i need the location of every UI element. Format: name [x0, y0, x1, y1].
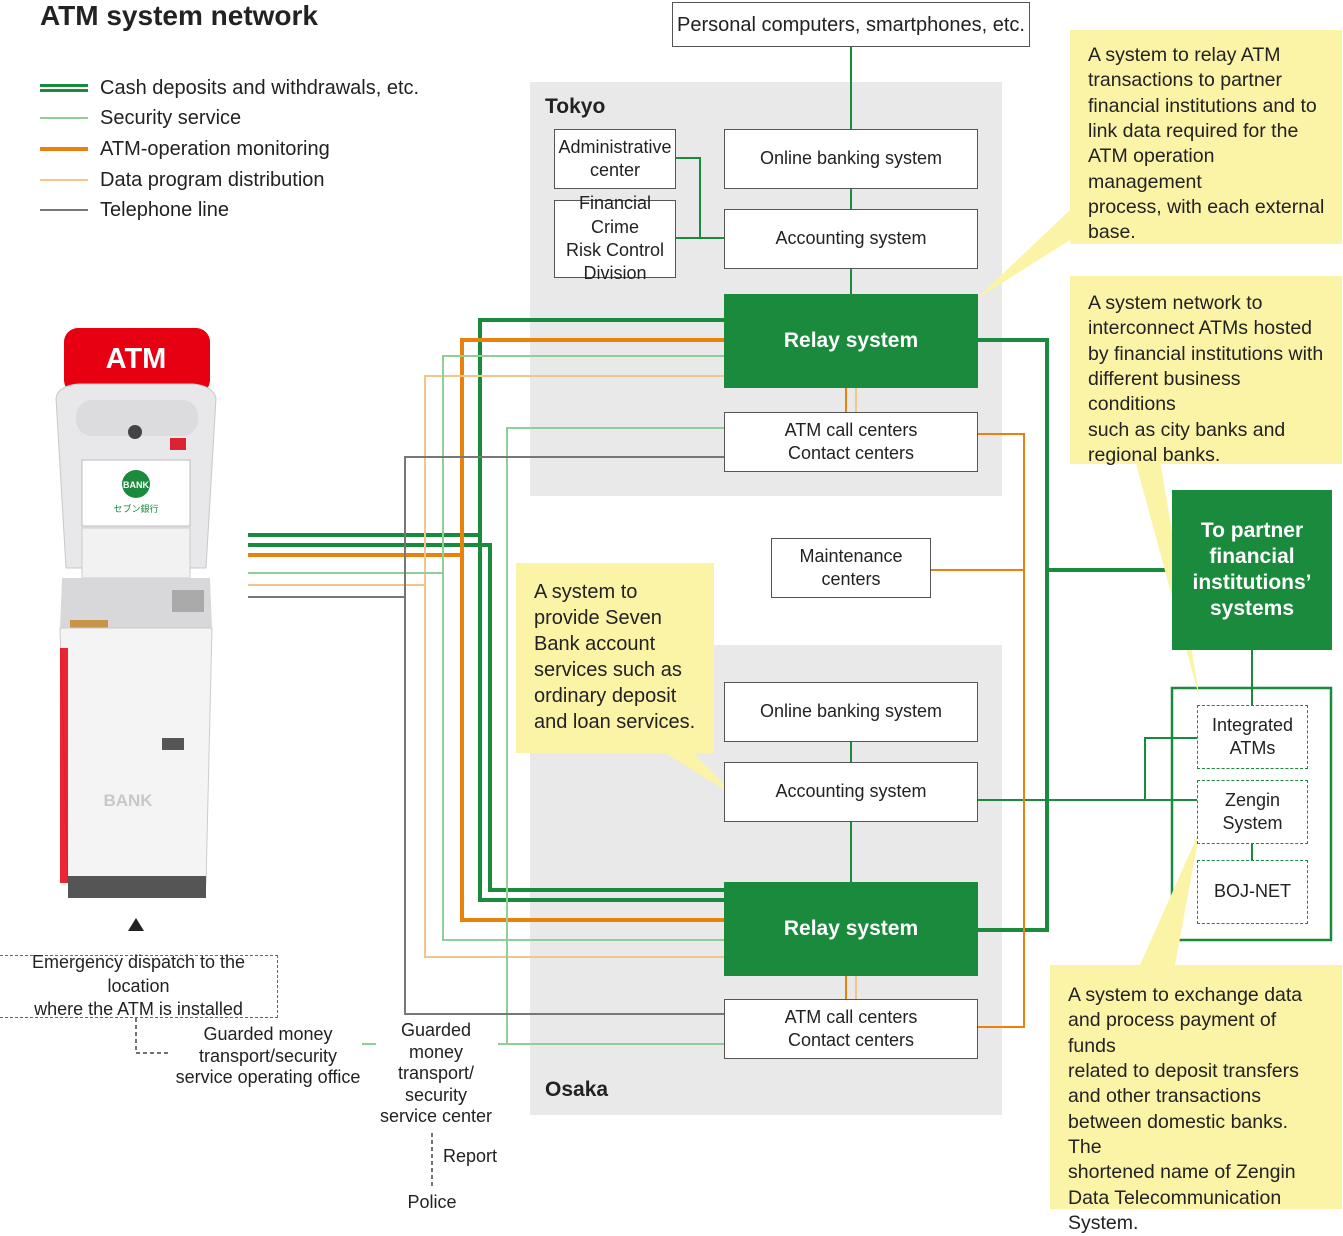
legend-swatch-monitoring [40, 147, 88, 151]
emergency-dispatch-box: Emergency dispatch to the location where… [0, 952, 278, 1019]
callout-pointer-accounting [660, 750, 738, 798]
wire-security-atm-relay [248, 355, 725, 574]
wire-phone-atm-call [248, 456, 725, 598]
atm-call-osaka-box: ATM call centers Contact centers [724, 999, 978, 1059]
callout-zengin: A system to exchange data and process pa… [1050, 965, 1342, 1234]
online-banking-tokyo-box: Online banking system [724, 129, 978, 189]
wire-monitor-atm-relay [248, 338, 725, 557]
legend-swatch-phone [40, 209, 88, 211]
legend-item-monitoring: ATM-operation monitoring [40, 137, 330, 161]
callout-pointer-relay [975, 210, 1070, 300]
legend-label-security: Security service [100, 106, 242, 129]
page-title: ATM system network [40, 0, 318, 31]
relay-tokyo-box: Relay system [724, 294, 978, 388]
relay-osaka-box: Relay system [724, 882, 978, 976]
atm-base [68, 876, 206, 898]
tokyo-label: Tokyo [545, 95, 606, 118]
callout-accounting: A system to provide Seven Bank account s… [516, 563, 714, 753]
external-frame [1170, 686, 1333, 942]
wire-monitor-atm-relay-osaka [460, 555, 725, 922]
wire-cash-relay-osaka-back [478, 535, 725, 902]
partner-systems-box: To partner financial institutions’ syste… [1172, 490, 1332, 650]
legend-item-data: Data program distribution [40, 168, 325, 192]
integrated-atms-box: Integrated ATMs [1197, 705, 1308, 769]
legend-label-monitoring: ATM-operation monitoring [100, 137, 330, 160]
financial-crime-box: Financial Crime Risk Control Division [554, 193, 676, 283]
wire-integrated-link [1144, 737, 1197, 800]
atm-call-tokyo-box: ATM call centers Contact centers [724, 412, 978, 472]
atm-keypad [172, 590, 204, 612]
atm-sign-text: ATM [106, 343, 167, 375]
legend-label-cash: Cash deposits and withdrawals, etc. [100, 76, 420, 99]
administrative-center-box: Administrative center [554, 129, 676, 189]
wire-admin-accounting [676, 157, 725, 239]
atm-screen-brand: BANK [123, 480, 149, 490]
legend-swatch-security [40, 117, 88, 119]
atm-camera-icon [128, 425, 142, 439]
seven-bank-logo-icon [122, 470, 150, 498]
zengin-system-box: Zengin System [1197, 780, 1308, 844]
boj-net-box: BOJ-NET [1197, 860, 1308, 924]
guarded-office-label: Guarded money transport/security service… [175, 1024, 361, 1088]
wire-data-atm-relay-osaka [424, 585, 725, 958]
legend-label-data: Data program distribution [100, 168, 325, 191]
atm-side-stripe [60, 648, 68, 883]
accounting-tokyo-box: Accounting system [724, 209, 978, 269]
atm-sign-panel [64, 328, 210, 394]
wire-relay-tokyo-partner [978, 338, 1049, 932]
atm-illustration: ATM BANK セブン銀行 BANK [55, 328, 217, 898]
callout-relay: A system to relay ATM transactions to pa… [1070, 30, 1342, 244]
osaka-label: Osaka [545, 1078, 609, 1101]
atm-indicator-icon [170, 438, 186, 450]
callout-pointer-zengin [1140, 830, 1200, 965]
legend-label-phone: Telephone line [100, 198, 229, 221]
wire-phone-atm-call-osaka [404, 597, 725, 1015]
wire-cash-atm-relay [248, 318, 725, 537]
atm-card-slot [162, 738, 184, 750]
legend-swatch-cash [40, 84, 88, 92]
personal-computers-box: Personal computers, smartphones, etc. [672, 2, 1030, 47]
legend-item-cash: Cash deposits and withdrawals, etc. [40, 76, 419, 100]
wire-cash-atm-relay-osaka [248, 543, 725, 892]
legend-item-security: Security service [40, 106, 241, 130]
wire-data-atm-relay [248, 375, 725, 586]
atm-screen-brand-jp: セブン銀行 [113, 503, 158, 514]
report-label: Report [443, 1146, 498, 1166]
callout-integrated: A system network to interconnect ATMs ho… [1070, 276, 1342, 466]
emergency-arrow-icon [128, 918, 144, 931]
guarded-center-label: Guarded money transport/ security servic… [379, 1020, 493, 1127]
maintenance-centers-box: Maintenance centers [771, 538, 931, 598]
online-banking-osaka-box: Online banking system [724, 682, 978, 742]
atm-body-brand: BANK [103, 791, 153, 810]
legend-item-phone: Telephone line [40, 198, 229, 222]
wire-security-atm-relay-osaka [442, 573, 725, 941]
legend-swatch-data [40, 179, 88, 181]
wire-emergency-office [135, 1018, 168, 1054]
police-label: Police [407, 1192, 457, 1212]
accounting-osaka-box: Accounting system [724, 762, 978, 822]
wire-callcenter-maintenance [978, 433, 1025, 1028]
wire-security-center-call [498, 427, 725, 1045]
